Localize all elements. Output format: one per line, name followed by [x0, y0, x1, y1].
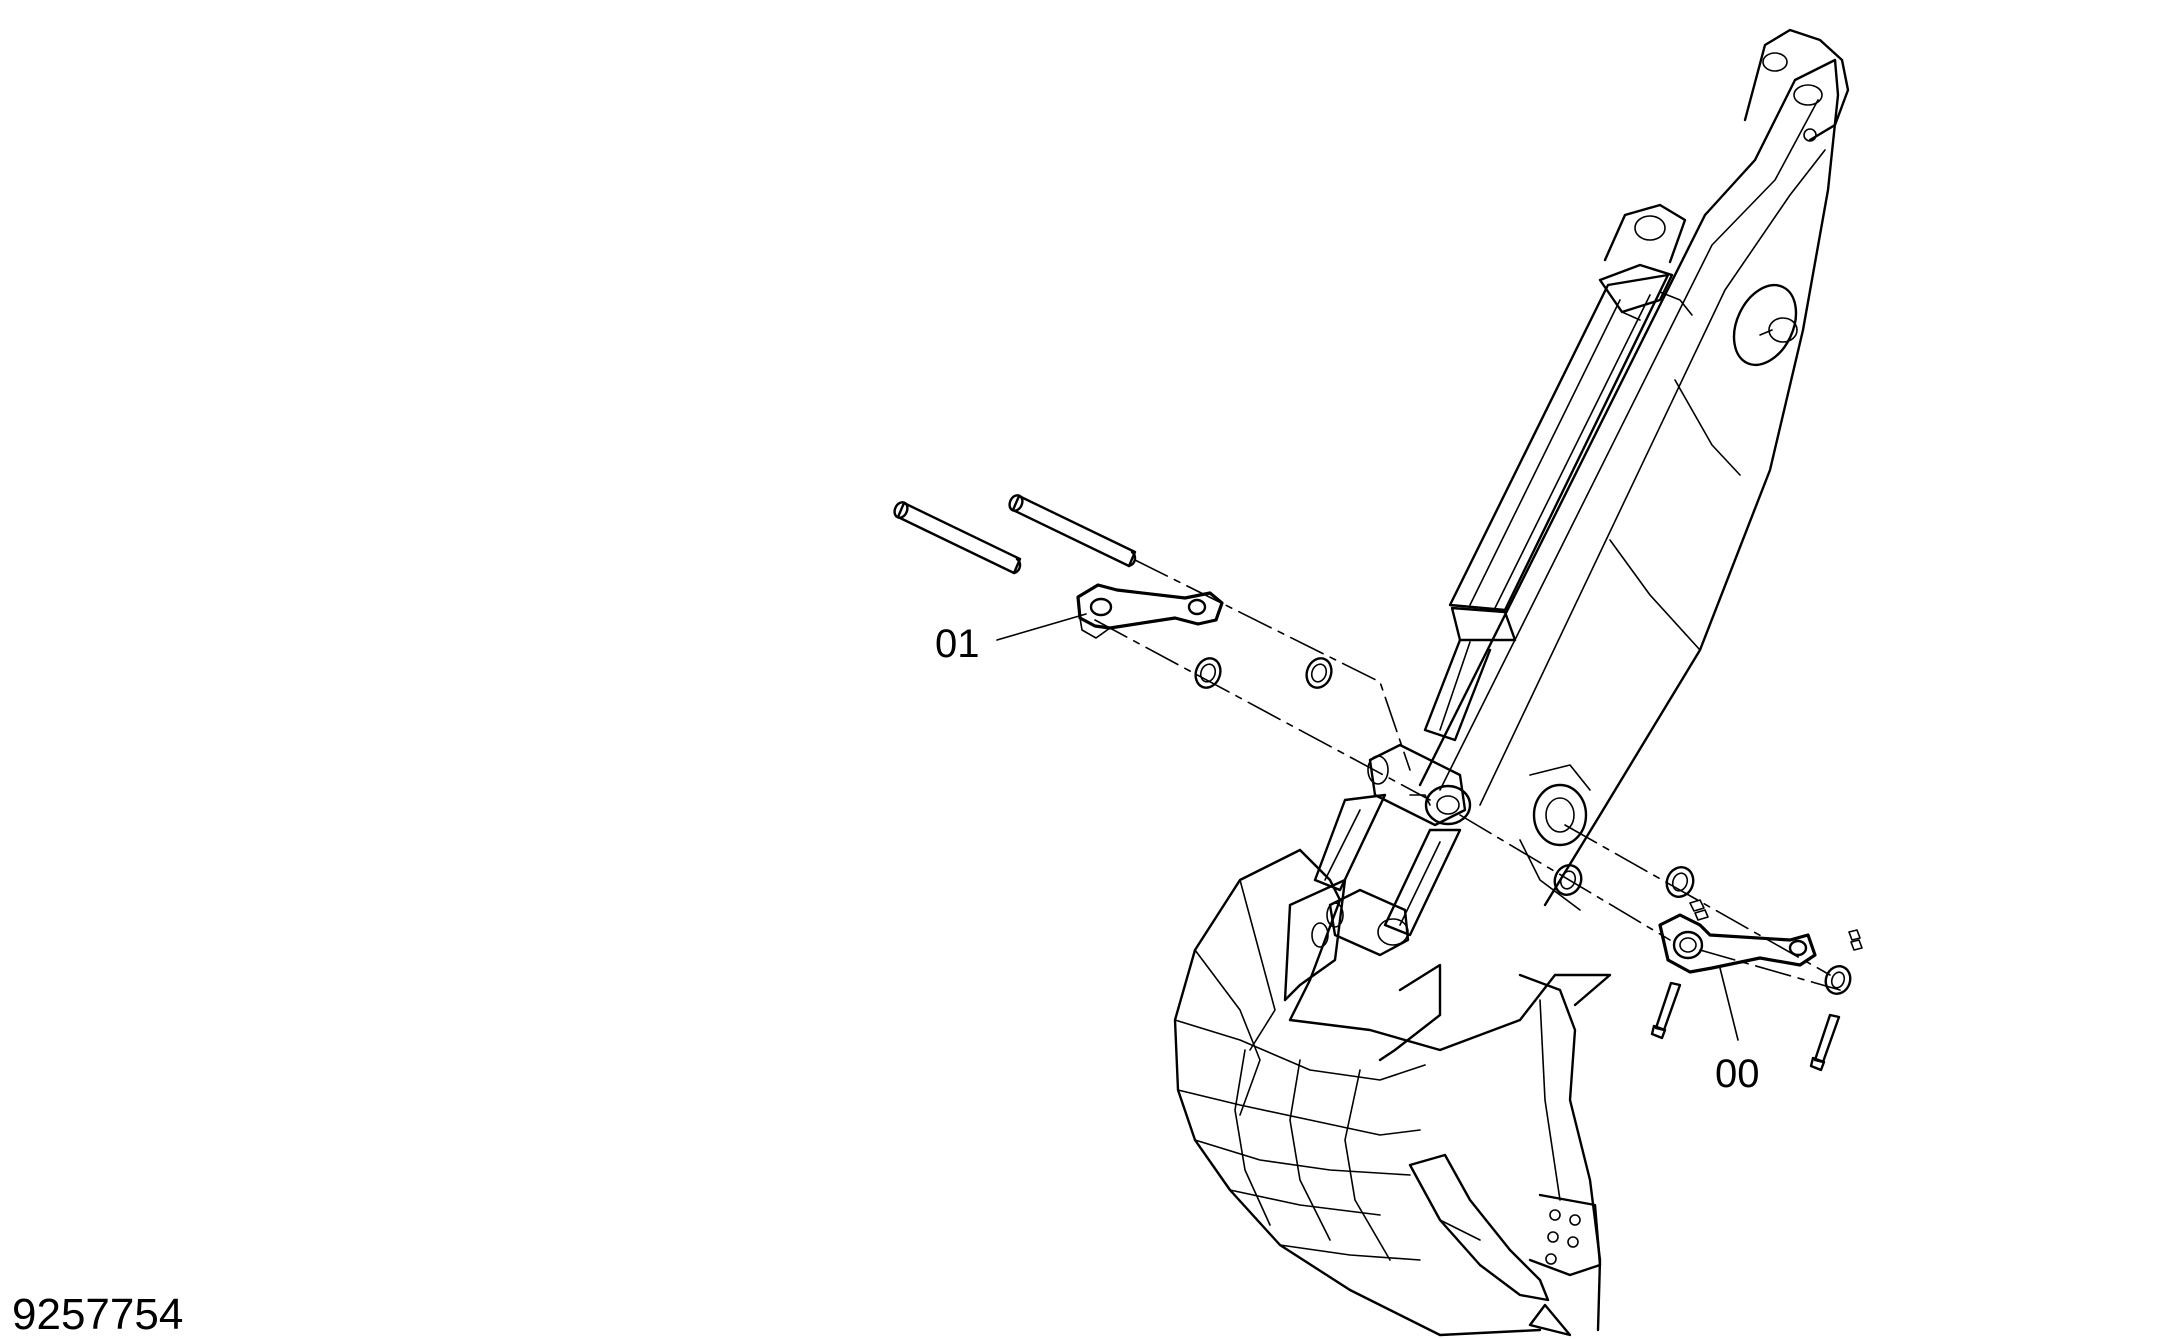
- callout-01: 01: [935, 613, 1087, 666]
- connecting-link-assembly: [1313, 743, 1472, 957]
- assembly-centerlines: [1094, 559, 1841, 991]
- excavator-arm: [1418, 28, 1850, 911]
- callout-00-label: 00: [1715, 1052, 1760, 1096]
- exploded-part-01: [893, 494, 1333, 689]
- callout-01-label: 01: [935, 622, 980, 666]
- exploded-part-00: [1553, 864, 1863, 1072]
- drawing-number: 9257754: [12, 1290, 183, 1339]
- bucket: [1173, 848, 1612, 1337]
- callout-00: 00: [1715, 967, 1760, 1096]
- bucket-cylinder: [1423, 203, 1693, 742]
